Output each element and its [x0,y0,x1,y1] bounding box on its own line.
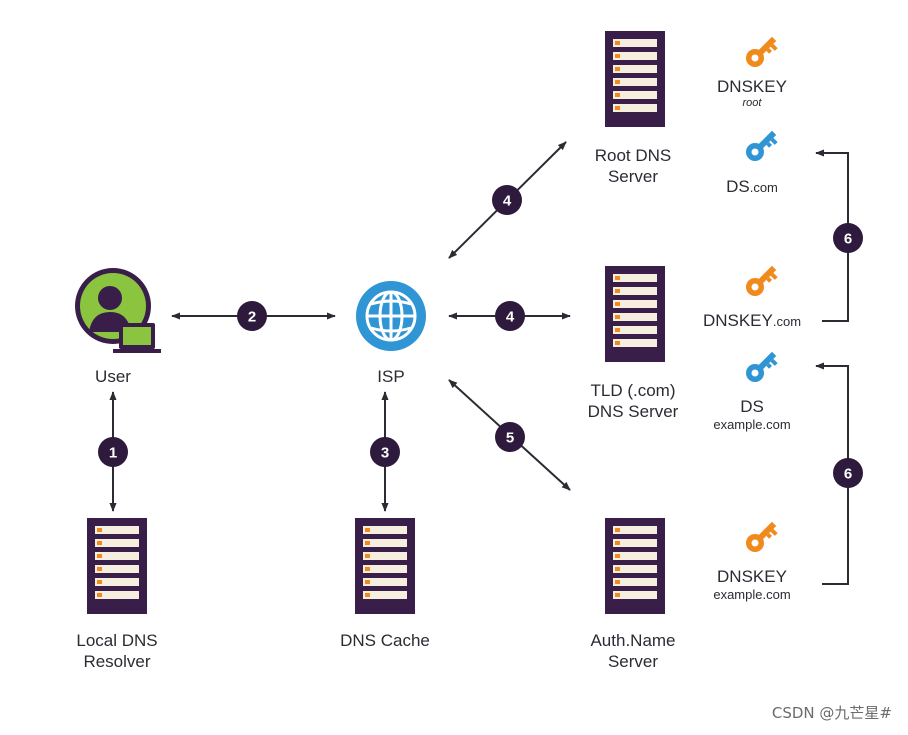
svg-text:6: 6 [844,466,852,483]
svg-text:4: 4 [506,309,515,326]
step-badge-5: 5 [495,422,525,452]
ds-com-label: DS.com [726,177,778,196]
isp-label: ISP [377,367,404,386]
svg-text:5: 5 [506,430,514,447]
svg-text:3: 3 [381,445,389,462]
svg-text:2: 2 [248,309,256,326]
orange-key-icon [746,521,778,552]
blue-key-icon [746,130,778,161]
step-badge-4-tld: 4 [495,301,525,331]
dnskey-example-label: DNSKEY [717,567,787,586]
ds-example-label: DS [740,397,764,416]
tld-dns-label-line2: DNS Server [588,402,679,421]
local-dns-label-line2: Resolver [83,652,150,671]
step-badge-6-upper: 6 [833,223,863,253]
watermark: CSDN @九芒星# [771,704,892,722]
svg-text:6: 6 [844,231,852,248]
blue-key-icon [746,351,778,382]
user-icon [75,268,161,353]
step-badge-4-root: 4 [492,185,522,215]
local-dns-resolver-icon [87,518,147,614]
step-badge-3: 3 [370,437,400,467]
dnskey-example-sublabel: example.com [713,587,790,602]
tld-dns-server-icon [605,266,665,362]
local-dns-label-line1: Local DNS [76,631,157,650]
auth-name-label-line2: Server [608,652,658,671]
step-badge-6-lower: 6 [833,458,863,488]
root-dns-label-line1: Root DNS [595,146,672,165]
svg-text:1: 1 [109,445,117,462]
step-badge-2: 2 [237,301,267,331]
svg-text:4: 4 [503,193,512,210]
root-dns-label-line2: Server [608,167,658,186]
root-dns-server-icon [605,31,665,127]
dns-cache-server-icon [355,518,415,614]
auth-name-label-line1: Auth.Name [590,631,675,650]
dnskey-com-label: DNSKEY.com [703,311,801,330]
dns-cache-label: DNS Cache [340,631,430,650]
auth-name-server-icon [605,518,665,614]
globe-icon [356,281,426,351]
orange-key-icon [746,36,778,67]
tld-dns-label-line1: TLD (.com) [591,381,676,400]
root-dnskey-label: DNSKEY [717,77,787,96]
orange-key-icon [746,265,778,296]
root-dnskey-sublabel: root [743,97,763,109]
ds-example-sublabel: example.com [713,417,790,432]
user-label: User [95,367,131,386]
step-badge-1: 1 [98,437,128,467]
